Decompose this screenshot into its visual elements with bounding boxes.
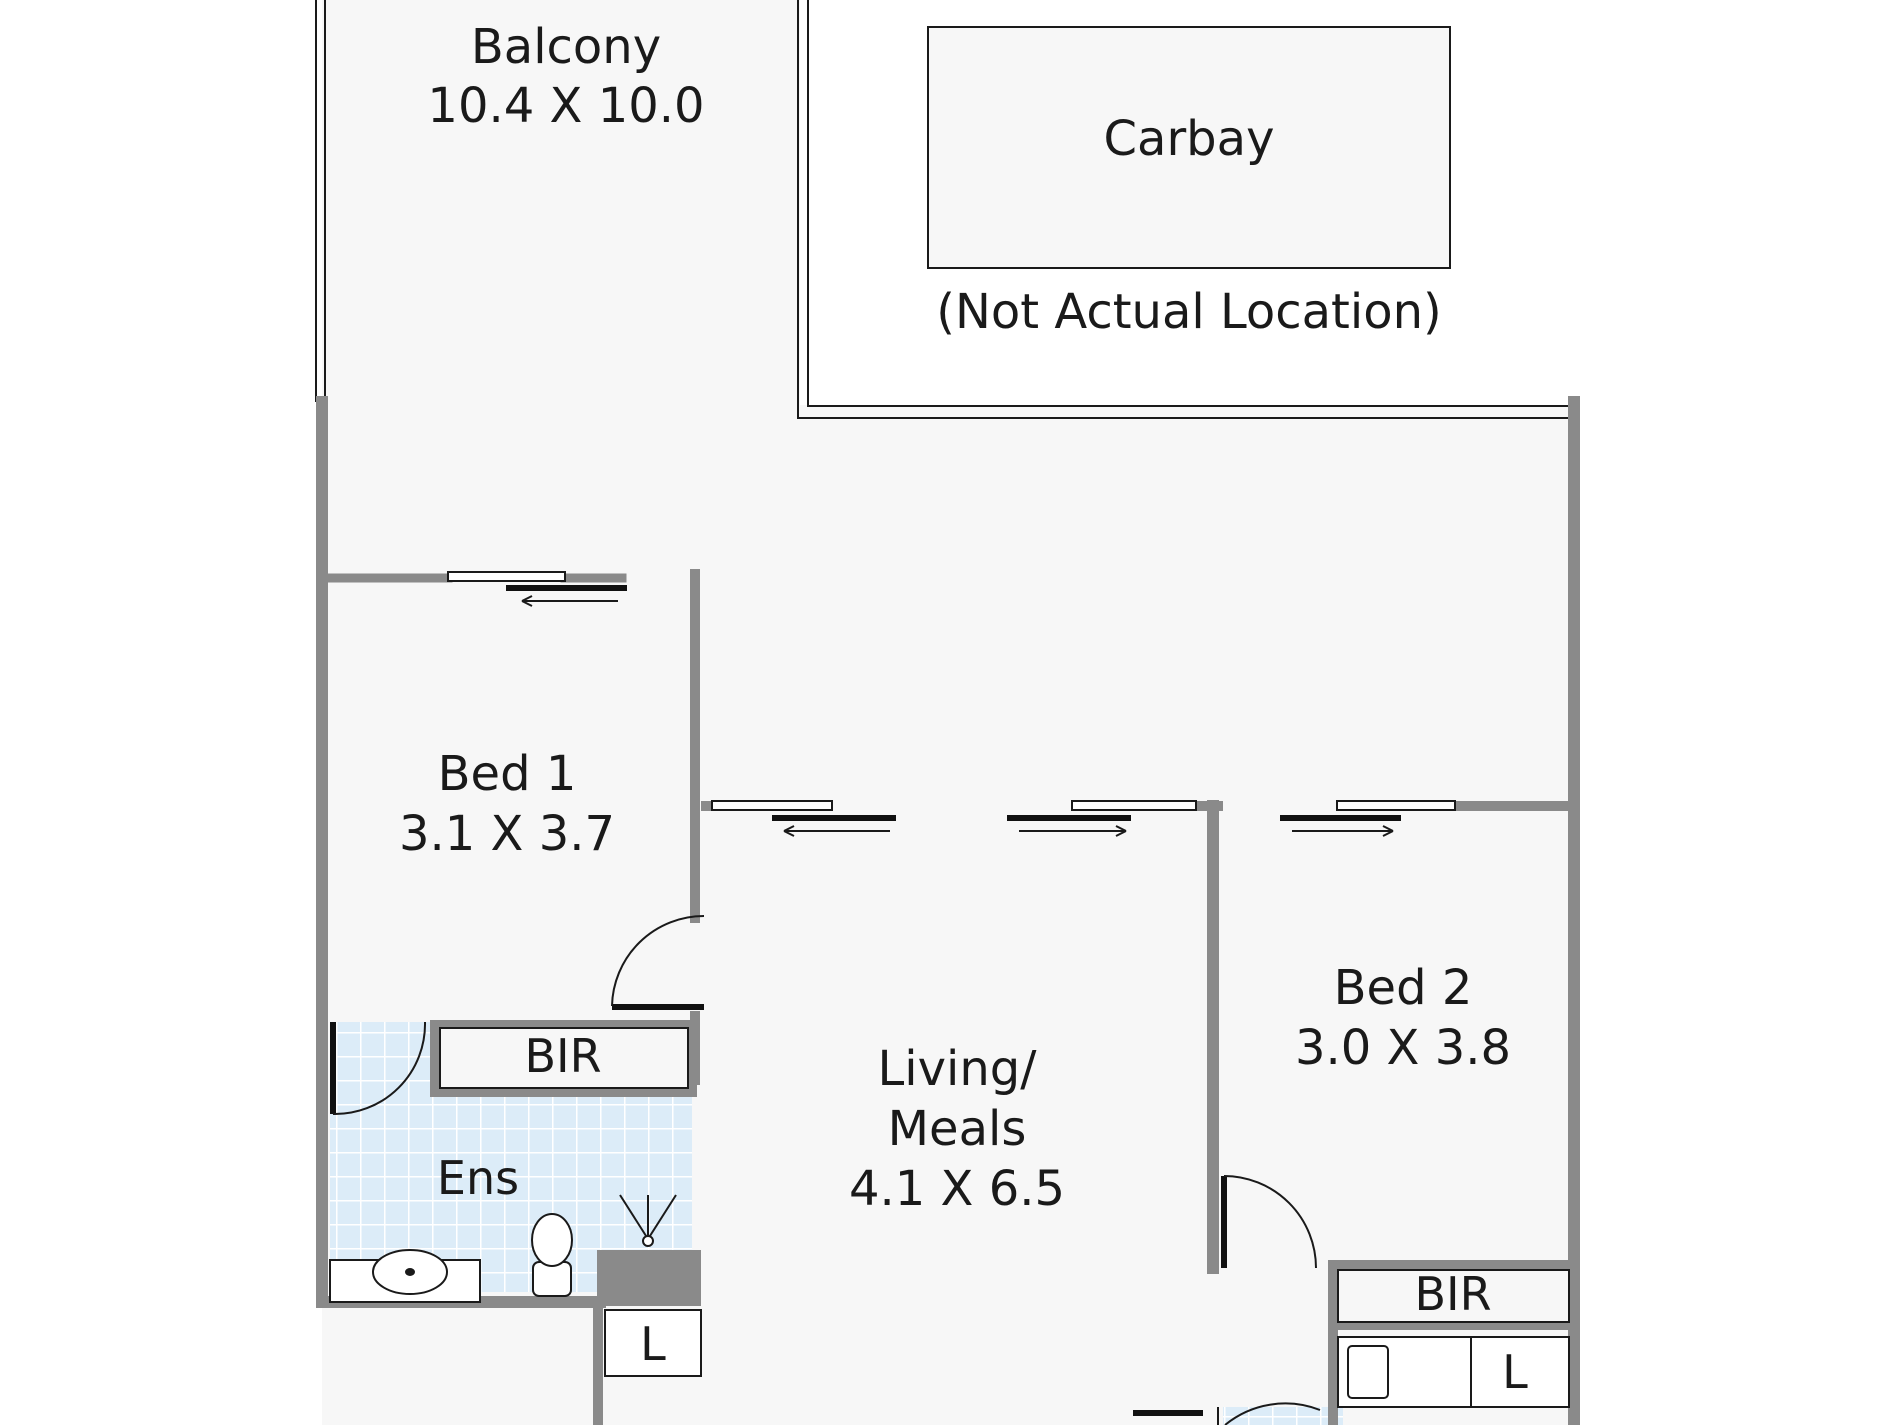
fixtures	[329, 1027, 1570, 1408]
bed1-name: Bed 1	[438, 746, 577, 802]
shower-base	[597, 1250, 701, 1306]
balcony-size: 10.4 X 10.0	[427, 78, 704, 134]
toilet-icon	[532, 1261, 572, 1297]
bed2-name: Bed 2	[1334, 960, 1473, 1016]
ens-label: Ens	[437, 1151, 519, 1205]
bed2-size: 3.0 X 3.8	[1295, 1020, 1511, 1076]
living-line1: Living/	[878, 1041, 1038, 1097]
bir2-label: BIR	[1414, 1267, 1491, 1321]
walls	[316, 396, 1580, 1425]
carbay-note: (Not Actual Location)	[936, 284, 1441, 340]
balcony-name: Balcony	[471, 19, 661, 75]
sliding-doors	[447, 571, 1456, 837]
swing-doors	[330, 915, 1321, 1425]
living-size: 4.1 X 6.5	[849, 1161, 1065, 1217]
carbay-name: Carbay	[1104, 111, 1275, 167]
laundry1-box	[604, 1309, 702, 1377]
washer	[1347, 1345, 1389, 1399]
bed1-size: 3.1 X 3.7	[399, 806, 615, 862]
balcony-outline	[315, 0, 1574, 419]
laundry2-label: L	[1502, 1345, 1528, 1399]
bir1-box	[439, 1027, 689, 1089]
shower-head-icon	[642, 1235, 654, 1247]
carbay-box	[927, 26, 1451, 269]
bir1-label: BIR	[524, 1029, 601, 1083]
bir2-box	[1337, 1269, 1570, 1323]
laundry1-label: L	[640, 1317, 666, 1371]
room-labels: Balcony 10.4 X 10.0 Carbay (Not Actual L…	[399, 19, 1528, 1399]
living-line2: Meals	[888, 1101, 1027, 1157]
